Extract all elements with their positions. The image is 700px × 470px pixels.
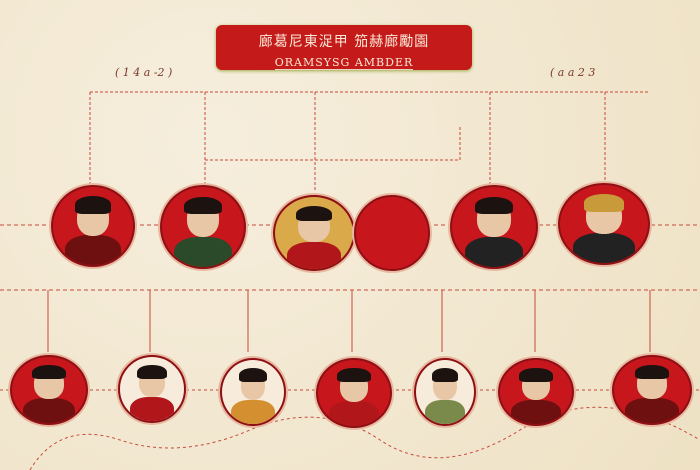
corner-label-right: ( a a 2 3 xyxy=(550,66,596,79)
portrait-node[interactable] xyxy=(160,185,246,269)
portrait-node[interactable] xyxy=(414,358,476,426)
banner-subtitle: ORAMSYSG AMBDER xyxy=(274,56,414,70)
portrait-node[interactable] xyxy=(498,358,574,426)
portrait-node[interactable] xyxy=(612,355,692,425)
portrait-node[interactable] xyxy=(10,355,88,425)
banner-title: 廊葛尼東浞甲 笳赫廊勵園 xyxy=(258,34,430,50)
portrait-node[interactable] xyxy=(118,355,186,423)
portrait-node[interactable] xyxy=(316,358,392,428)
portrait-node[interactable] xyxy=(558,183,650,265)
portrait-node[interactable] xyxy=(220,358,286,426)
portrait-node[interactable] xyxy=(273,195,355,271)
portrait-node[interactable] xyxy=(51,185,135,267)
portrait-node[interactable] xyxy=(450,185,538,269)
title-banner: 廊葛尼東浞甲 笳赫廊勵園 ORAMSYSG AMBDER xyxy=(216,25,472,70)
empty-seal-node[interactable] xyxy=(354,195,430,271)
corner-label-left: ( 1 4 a -2 ) xyxy=(115,66,173,79)
